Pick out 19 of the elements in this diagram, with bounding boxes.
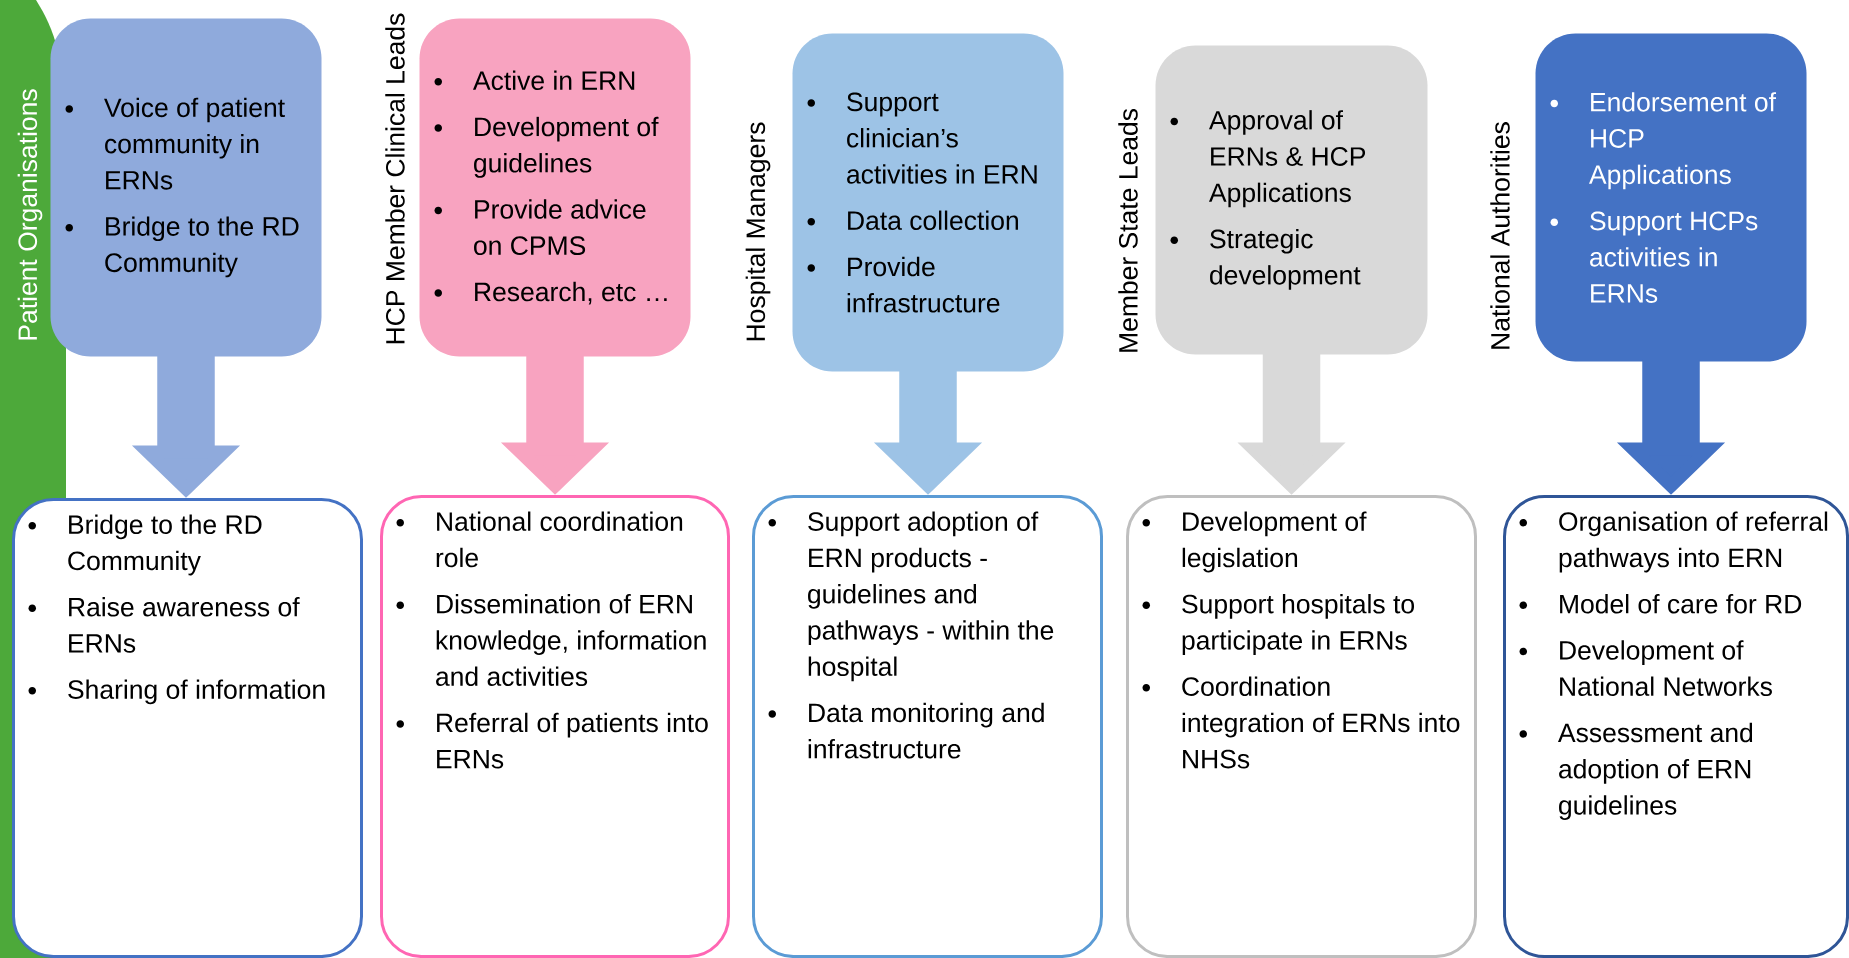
role-box: Voice of patient community in ERNs Bridge to the RD Community — [50, 18, 322, 357]
role-box: Endorsement of HCP Applications Support HCPs activities in ERNs — [1535, 33, 1807, 362]
role-box: Active in ERN Development of guidelines Provide advice on CPMS Research, etc … — [419, 18, 691, 357]
role-box: Support clinician’s activities in ERN Data collection Provide infrastructure — [792, 33, 1064, 372]
node-label: Research, etc … — [475, 281, 667, 305]
role-box: Support adoption of ERN products - guidelines and pathways - within the hospital Data monitoring and infrastructure — [752, 495, 1103, 958]
node-label: Development of guidelines — [474, 116, 659, 178]
role-box: Development of legislation Support hospitals to participate in ERNs Coordination integration of ERNs into NHSs — [1126, 495, 1477, 958]
node-label: Provide advice on CPMS — [474, 199, 646, 256]
column-heading: National Authorities — [1490, 122, 1510, 349]
role-box: Organisation of referral pathways into ERN Model of care for RD Development of National Networks Assessment and adoption of ERN guidelines — [1503, 495, 1849, 958]
role-box: Approval of ERNs & HCP Applications Strategic development — [1155, 45, 1428, 355]
role-box: Bridge to the RD Community Raise awareness of ERNs Sharing of information — [12, 498, 363, 958]
column-heading: Hospital Managers — [745, 122, 771, 341]
column-heading: Patient Organisations — [17, 89, 43, 340]
column-heading: Member State Leads — [1118, 109, 1138, 352]
column-heading: HCP Member Clinical Leads — [385, 13, 405, 344]
role-box: National coordination role Dissemination of ERN knowledge, information and activities Referral of patients into ERNs — [380, 495, 730, 958]
node-label: Active in ERN — [472, 70, 635, 91]
